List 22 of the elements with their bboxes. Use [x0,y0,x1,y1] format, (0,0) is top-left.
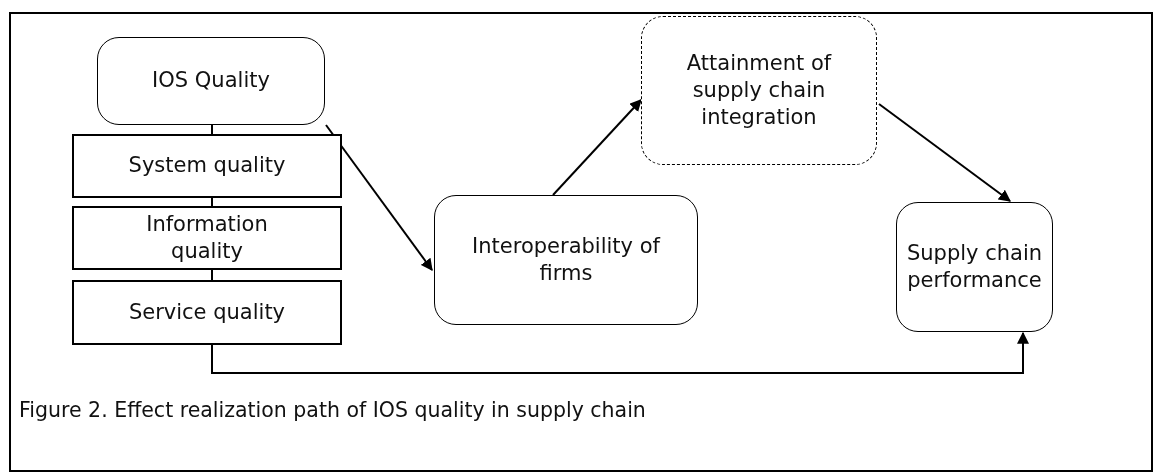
connector-line [211,269,213,281]
node-label: Information quality [145,210,269,265]
dimension-box [72,280,342,345]
node-label: IOS Quality [152,67,270,95]
node-label: Supply chain performance [905,239,1044,294]
arrow [325,124,433,271]
node-label: Service quality [128,298,286,326]
concept-box [896,202,1053,332]
connector-line [211,124,213,135]
concept-box [641,16,877,165]
dimension-box [72,206,342,270]
figure-caption: Figure 2. Effect realization path of IOS quality in supply chain [19,398,646,422]
concept-box [434,195,698,325]
node-label: System quality [128,152,286,180]
connector-line [211,197,213,207]
node-label: Attainment of supply chain integration [685,49,833,132]
arrow [211,331,1029,374]
dimension-box [72,134,342,198]
arrow [878,103,1011,202]
concept-box [97,37,325,125]
arrow [552,99,642,196]
node-label: Interoperability of firms [471,232,662,287]
